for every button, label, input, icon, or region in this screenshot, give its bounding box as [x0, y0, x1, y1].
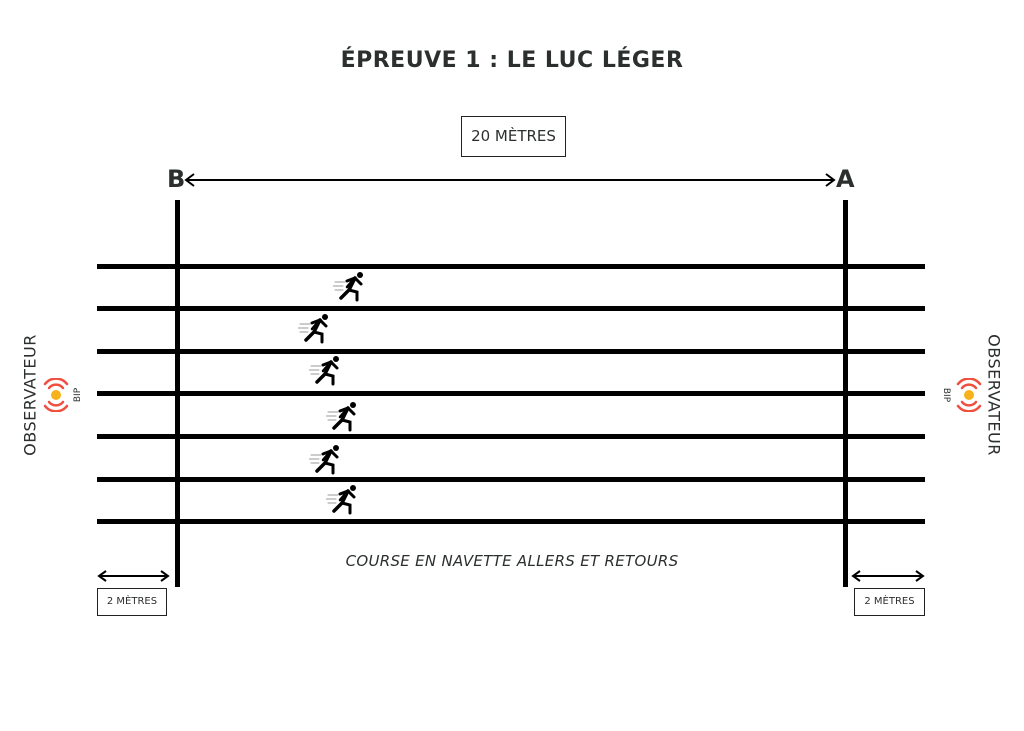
- lane-line: [97, 519, 925, 524]
- runner-icon: [332, 270, 369, 306]
- right-margin-label: 2 MÈTRES: [854, 588, 925, 616]
- distance-label: 20 MÈTRES: [461, 116, 566, 157]
- observer-right-label: OBSERVATEUR: [984, 334, 1004, 456]
- runner-icon: [325, 483, 362, 519]
- line-b: [175, 200, 180, 587]
- lane-line: [97, 349, 925, 354]
- left-margin-label: 2 MÈTRES: [97, 588, 167, 616]
- point-b-label: B: [167, 165, 186, 193]
- bip-left-label: BIP: [73, 387, 83, 403]
- runner-icon: [308, 354, 345, 390]
- page-title: ÉPREUVE 1 : LE LUC LÉGER: [340, 48, 684, 73]
- runner-icon: [325, 400, 362, 436]
- runner-icon: [308, 443, 345, 479]
- lane-line: [97, 264, 925, 269]
- caption: COURSE EN NAVETTE ALLERS ET RETOURS: [345, 552, 679, 570]
- lane-line: [97, 391, 925, 396]
- observer-left-label: OBSERVATEUR: [20, 334, 40, 456]
- line-a: [843, 200, 848, 587]
- lane-line: [97, 434, 925, 439]
- bip-signal-icon: [956, 378, 982, 412]
- bip-signal-icon: [43, 378, 69, 412]
- runner-icon: [297, 312, 334, 348]
- lane-line: [97, 477, 925, 482]
- lane-line: [97, 306, 925, 311]
- point-a-label: A: [836, 165, 855, 193]
- bip-right-label: BIP: [941, 387, 951, 403]
